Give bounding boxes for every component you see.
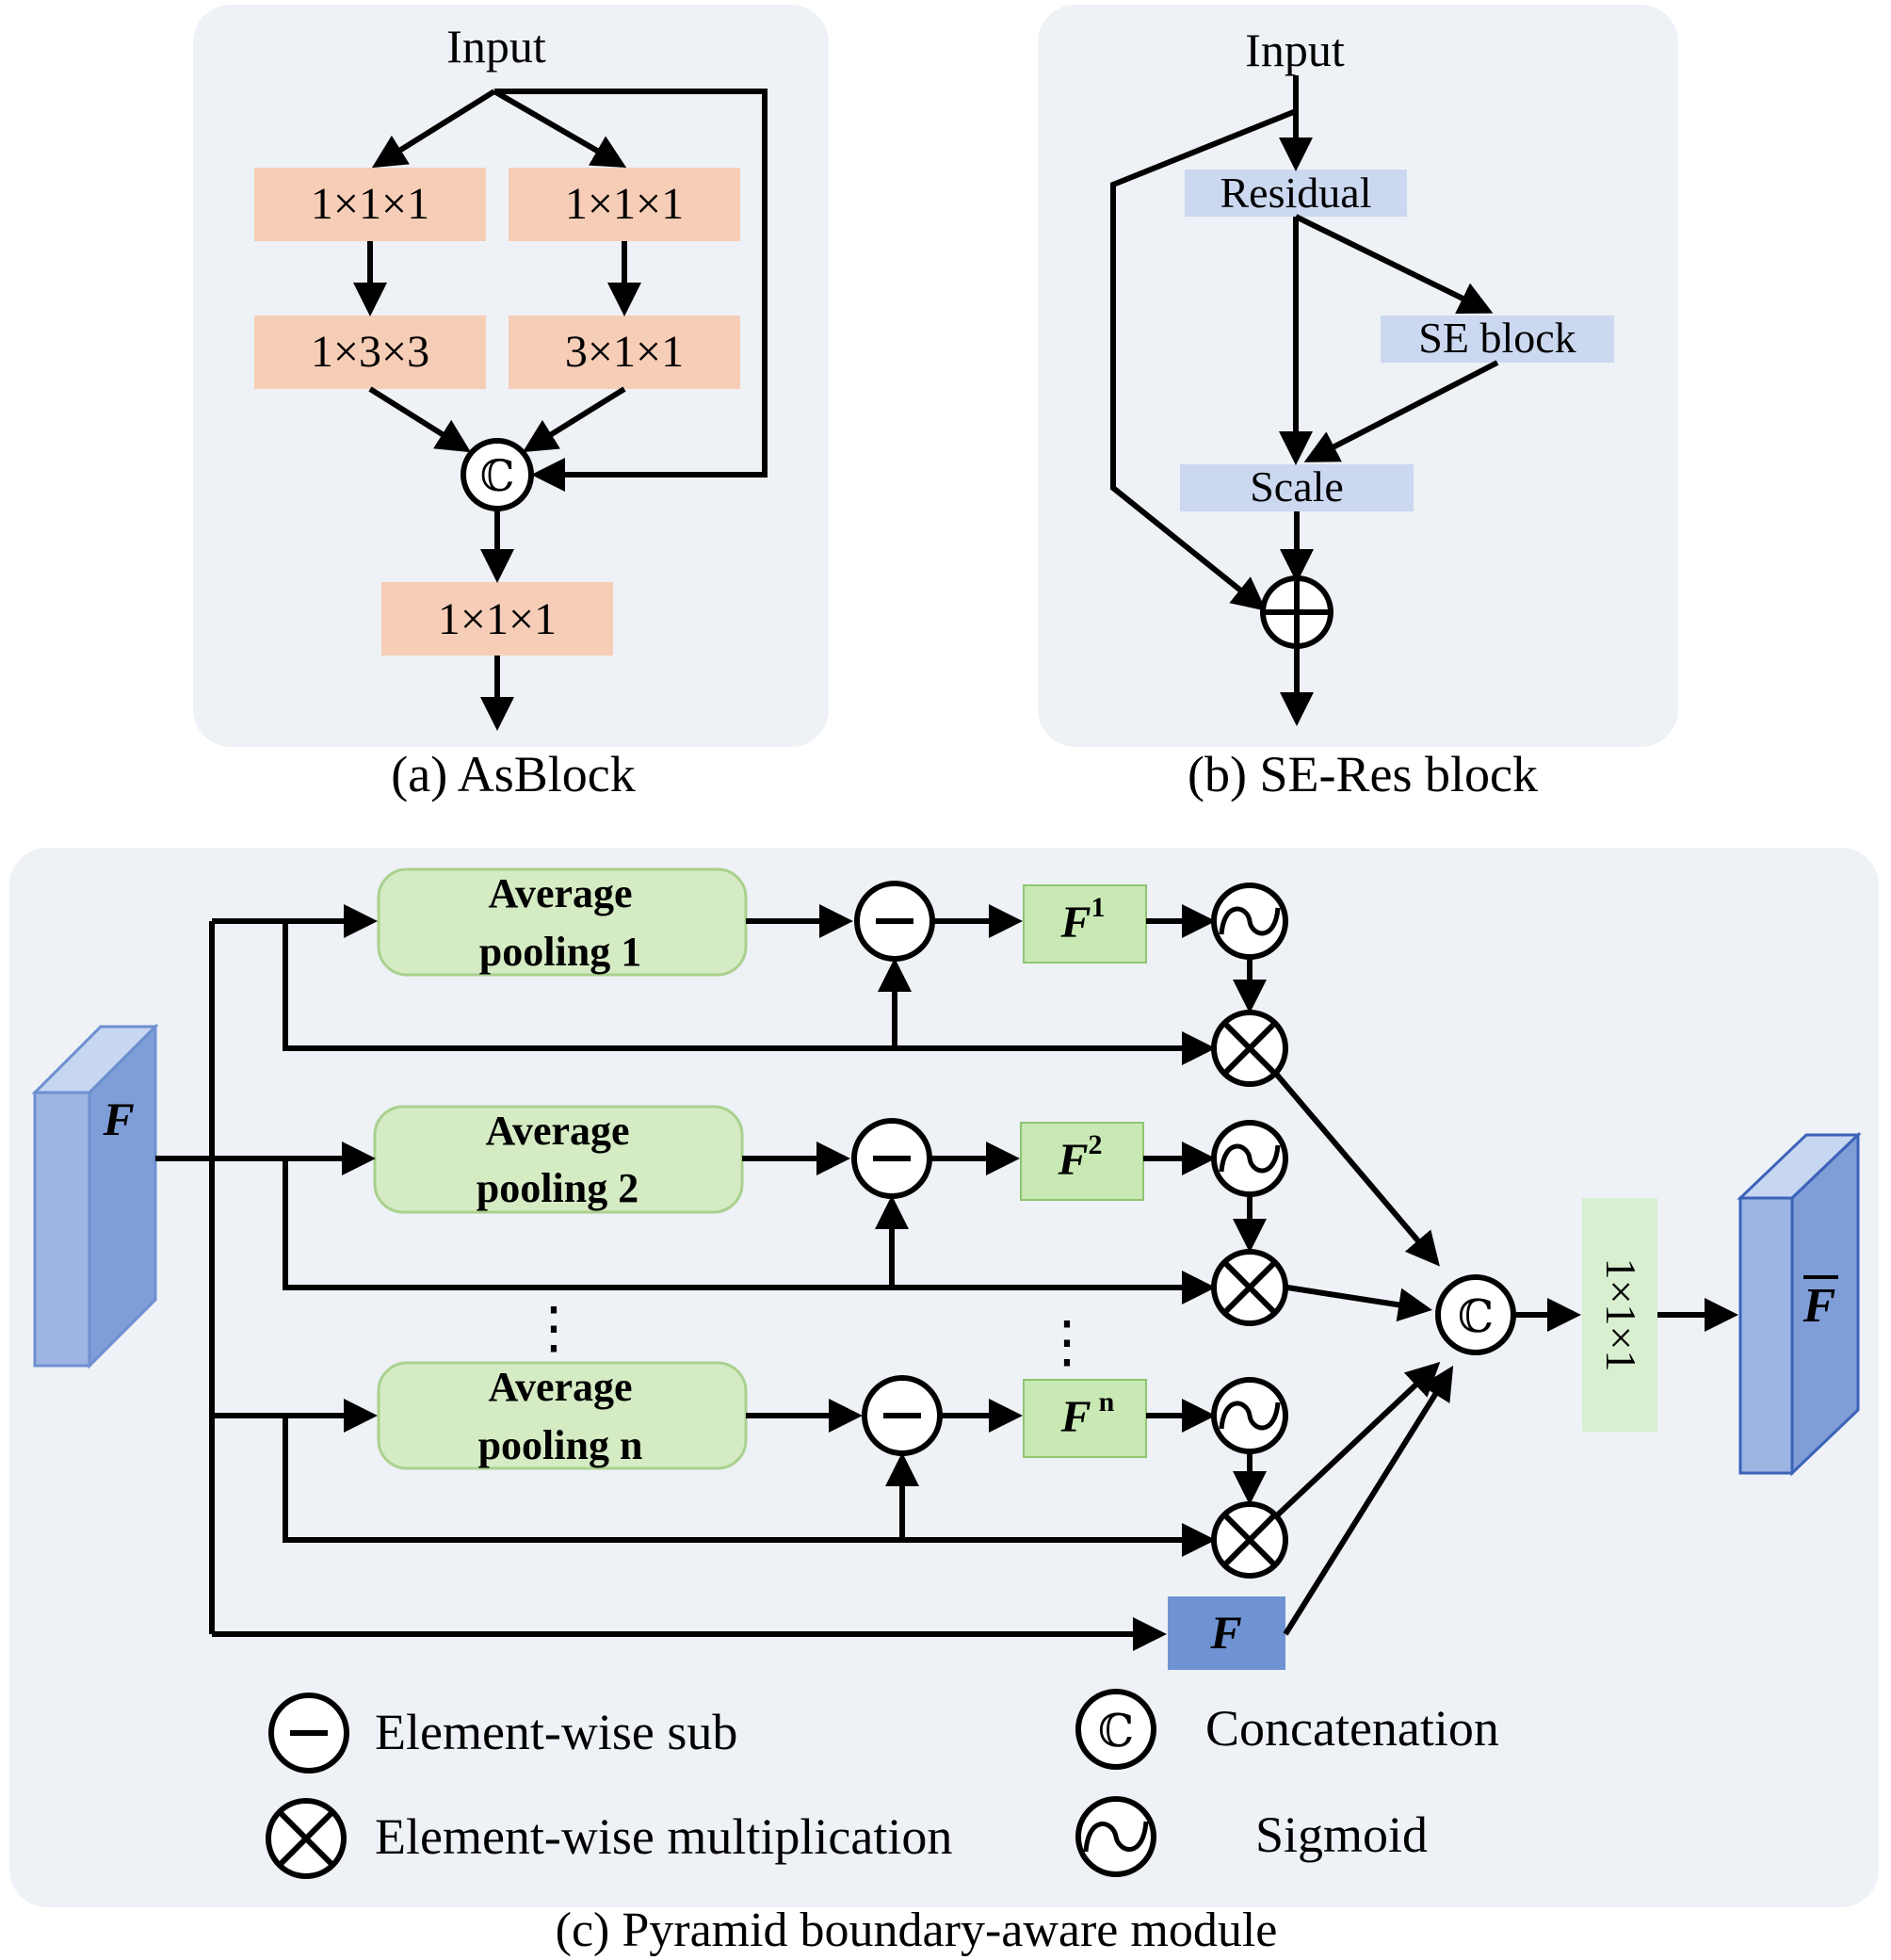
fn-box (1023, 1379, 1147, 1458)
asblock-conv-l2-box (254, 316, 486, 389)
input-feature-label: F (102, 1093, 134, 1145)
se-block-label: SE block (1418, 314, 1576, 362)
legend-mult-icon (266, 1798, 347, 1879)
sigmoid-node-2 (1211, 1120, 1288, 1197)
mult-node-2 (1211, 1249, 1288, 1326)
asblock-input-label: Input (446, 20, 546, 73)
se-res-input-label: Input (1245, 24, 1345, 76)
legend-concat-icon (1075, 1689, 1156, 1770)
conv-1x1x1-box (1582, 1198, 1657, 1432)
asblock-conv-r1-label: 1×1×1 (565, 179, 684, 229)
vertical-ellipsis-pooling: ⋮ (525, 1297, 582, 1359)
legend-mult-label: Element-wise multiplication (375, 1808, 952, 1865)
asblock-conv-r1-box (509, 168, 740, 241)
panel-b-background (1038, 5, 1678, 747)
legend-sigmoid-icon (1075, 1796, 1156, 1877)
scale-label: Scale (1250, 462, 1344, 510)
avg-pooling-1-line1: Average (488, 870, 632, 916)
caption-a: (a) AsBlock (391, 746, 635, 802)
se-res-add-node (1260, 575, 1333, 649)
pyramid-arrows (155, 904, 1738, 1651)
conv-1x1x1-label: 1×1×1 (1597, 1258, 1645, 1372)
panel-b-se-res-block: Input Residual SE block Scale (1038, 5, 1678, 747)
asblock-conv-l1-label: 1×1×1 (311, 179, 429, 229)
legend-sub-icon (268, 1693, 349, 1774)
output-feature-cube: F (1737, 1131, 1862, 1477)
avg-pooling-1-line2: pooling 1 (479, 929, 641, 975)
sub-node-n (862, 1375, 943, 1456)
legend-sigmoid-label: Sigmoid (1255, 1806, 1428, 1863)
scale-box (1180, 464, 1414, 511)
sigmoid-node-n (1211, 1377, 1288, 1454)
avg-pooling-n-line1: Average (488, 1364, 632, 1410)
skip-feature-label: F (1209, 1606, 1241, 1659)
panel-c-pyramid-module: F Average pooling 1 Average pooling 2 Av… (9, 848, 1879, 1907)
sigmoid-node-1 (1211, 883, 1288, 960)
sub-node-2 (851, 1118, 932, 1199)
skip-feature-box (1168, 1596, 1285, 1670)
legend: Element-wise sub ℂ Concatenation Element… (266, 1689, 1499, 1879)
asblock-conv-r2-label: 3×1×1 (565, 327, 684, 377)
mult-node-1 (1211, 1010, 1288, 1087)
legend-sub-label: Element-wise sub (375, 1704, 737, 1760)
asblock-conv-r2-box (509, 316, 740, 389)
vertical-ellipsis-features: ⋮ (1039, 1311, 1095, 1373)
residual-label: Residual (1220, 169, 1372, 217)
asblock-arrows (353, 89, 768, 731)
avg-pooling-2-line2: pooling 2 (477, 1165, 638, 1211)
sub-node-1 (854, 881, 935, 962)
caption-c: (c) Pyramid boundary-aware module (556, 1903, 1278, 1957)
avg-pooling-n-line2: pooling n (478, 1422, 643, 1468)
asblock-conv-out-box (381, 582, 613, 656)
f1-box (1023, 884, 1147, 964)
mult-node-n (1211, 1501, 1288, 1579)
asblock-conv-out-label: 1×1×1 (438, 594, 557, 644)
asblock-conv-l2-label: 1×3×3 (311, 327, 429, 377)
legend-concat-symbol: ℂ (1098, 1707, 1134, 1757)
asblock-conv-l1-box (254, 168, 486, 241)
asblock-concat-symbol: ℂ (480, 452, 515, 500)
f2-box (1020, 1122, 1144, 1201)
caption-b: (b) SE-Res block (1188, 746, 1538, 802)
se-block-box (1381, 316, 1614, 363)
se-res-arrows (1110, 75, 1499, 726)
pyramid-concat-node (1435, 1274, 1516, 1355)
avg-pooling-2-line1: Average (485, 1108, 629, 1154)
f1-label: F1 (1059, 892, 1105, 948)
legend-concat-label: Concatenation (1205, 1700, 1499, 1757)
pyramid-concat-symbol: ℂ (1458, 1292, 1494, 1342)
f2-label: F2 (1057, 1129, 1102, 1185)
panel-a-asblock: Input 1×1×1 1×1×1 1×3×3 3×1×1 1×1×1 ℂ (193, 5, 829, 747)
asblock-concat-node (461, 438, 534, 511)
input-feature-cube: F (31, 1023, 159, 1369)
residual-box (1185, 170, 1407, 217)
output-feature-label: F (1802, 1279, 1836, 1333)
